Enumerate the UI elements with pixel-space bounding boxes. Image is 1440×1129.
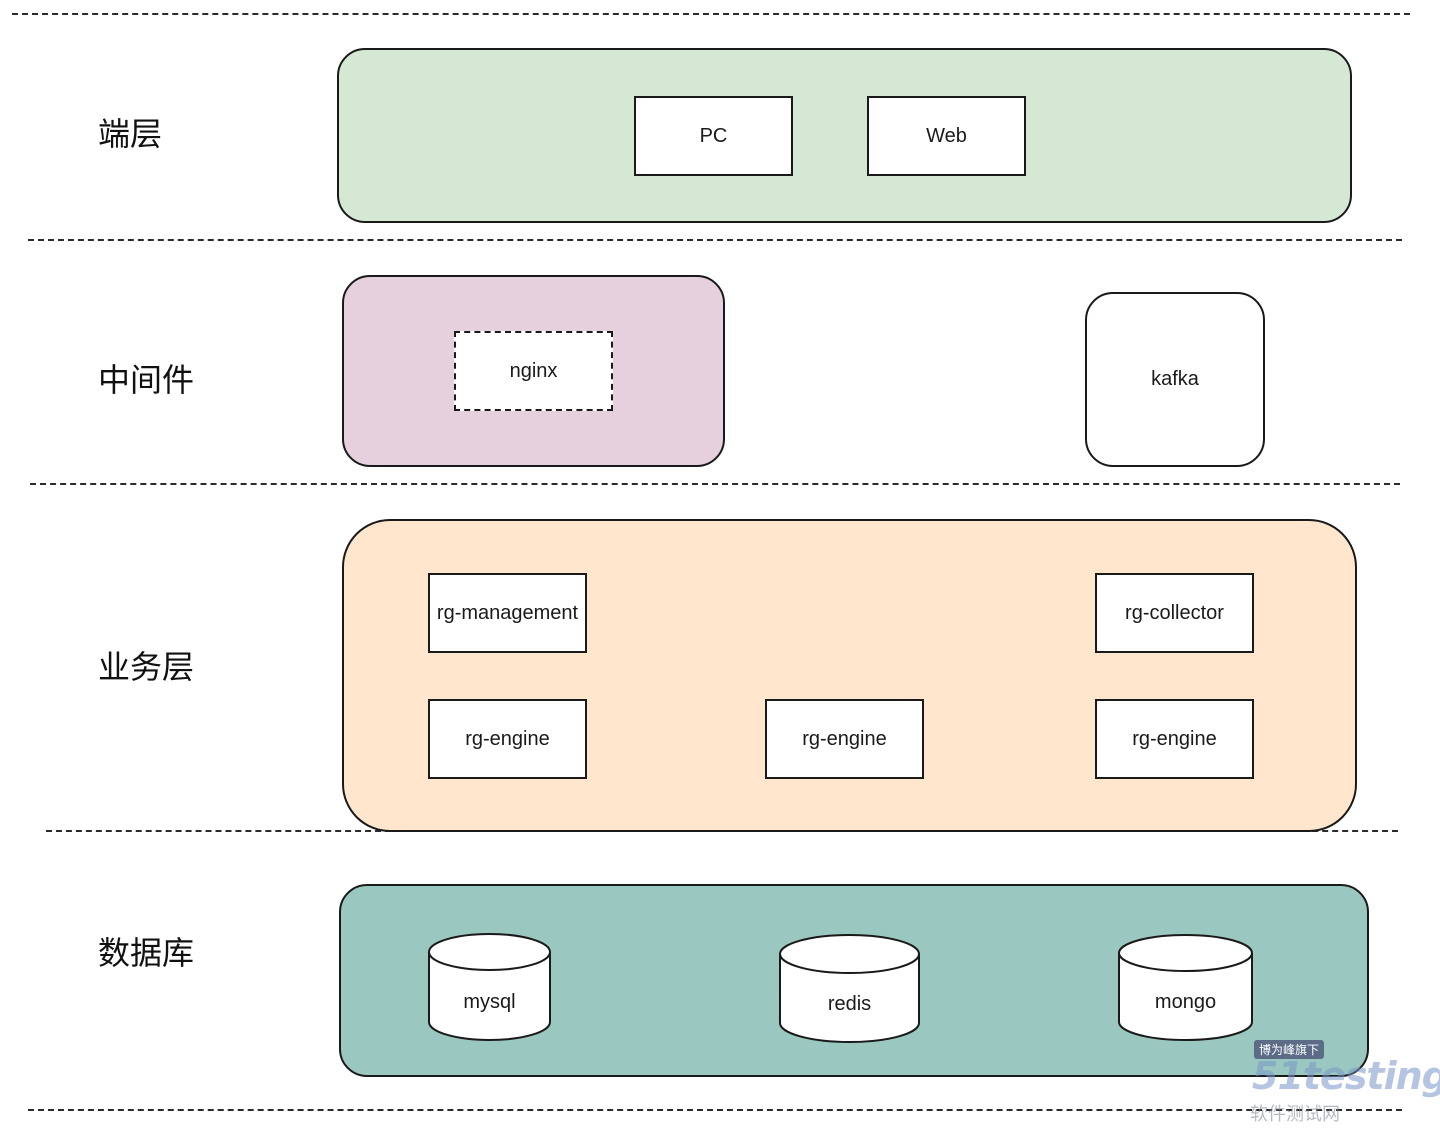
redis-database-icon[interactable]: redis [779,934,920,1043]
mongo-label: mongo [1154,991,1217,1013]
rg-engine-node[interactable]: rg-engine [428,699,587,779]
pc-node[interactable]: PC [634,96,793,176]
cylinder-shape [1118,934,1253,1041]
watermark-logo: 博为峰旗下 51testing 软件测试网 [1250,1038,1440,1126]
business-layer-panel [342,519,1357,832]
watermark-brand: 51testing [1252,1054,1440,1098]
layer-label-middleware: 中间件 [98,361,195,399]
nginx-node[interactable]: nginx [454,331,613,411]
client-layer-panel [337,48,1352,223]
mongo-database-icon[interactable]: mongo [1118,934,1253,1041]
mysql-database-icon[interactable]: mysql [428,933,551,1041]
layer-divider-2 [30,483,1400,485]
rg-engine-node[interactable]: rg-engine [1095,699,1254,779]
rg-engine-node[interactable]: rg-engine [765,699,924,779]
layer-divider-1 [28,239,1402,241]
cylinder-shape [779,934,920,1043]
layer-divider-bottom [28,1109,1402,1111]
rg-collector-node[interactable]: rg-collector [1095,573,1254,653]
kafka-node[interactable]: kafka [1085,292,1265,467]
layer-label-business: 业务层 [98,648,195,686]
cylinder-shape [428,933,551,1041]
layer-label-client: 端层 [98,115,163,153]
watermark-tag: 博为峰旗下 [1254,1040,1325,1059]
watermark-subtitle: 软件测试网 [1250,1104,1340,1125]
redis-label: redis [827,993,872,1015]
rg-management-node[interactable]: rg-management [428,573,587,653]
layer-divider-top [12,13,1410,15]
mysql-label: mysql [463,991,516,1013]
web-node[interactable]: Web [867,96,1026,176]
layer-label-database: 数据库 [98,934,195,972]
